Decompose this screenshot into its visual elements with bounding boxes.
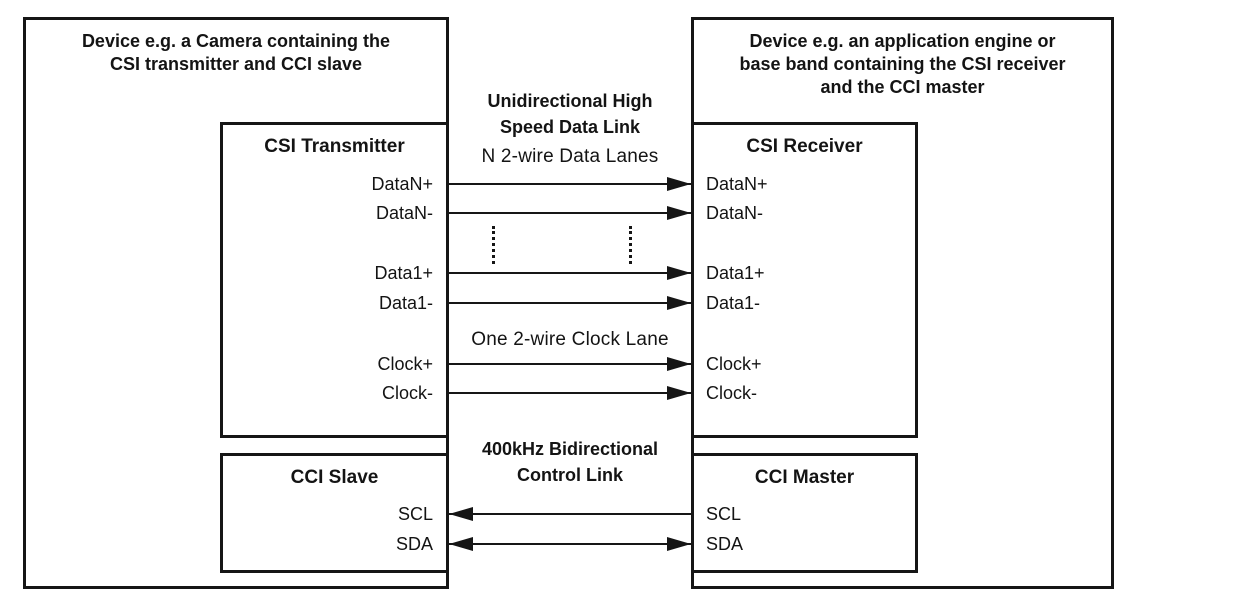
port-label-data1-minus-left: Data1- bbox=[378, 293, 433, 313]
port-label-scl-left: SCL bbox=[397, 504, 433, 524]
wire-clock-minus bbox=[449, 386, 691, 400]
lane-ellipsis-right-icon bbox=[629, 226, 632, 264]
right-device-title: Device e.g. an application engine or bas… bbox=[739, 31, 1066, 97]
wire-datan-minus bbox=[449, 206, 691, 220]
port-label-sda-right: SDA bbox=[706, 534, 744, 554]
port-label-data1-plus-right: Data1+ bbox=[706, 263, 765, 283]
arrowhead-right-icon bbox=[667, 537, 691, 551]
clock-lane-label: One 2-wire Clock Lane bbox=[471, 329, 669, 350]
port-label-sda-left: SDA bbox=[395, 534, 433, 554]
arrowhead-left-icon bbox=[449, 537, 473, 551]
wire-clock-plus bbox=[449, 357, 691, 371]
csi-receiver-box bbox=[691, 122, 918, 438]
port-label-datan-plus-right: DataN+ bbox=[706, 174, 768, 194]
left-device-title: Device e.g. a Camera containing the CSI … bbox=[81, 31, 391, 74]
port-label-clock-minus-right: Clock- bbox=[706, 383, 758, 403]
lane-ellipsis-left-icon bbox=[492, 226, 495, 264]
arrowhead-right-icon bbox=[667, 266, 691, 280]
arrowhead-right-icon bbox=[667, 386, 691, 400]
high-speed-link-label: Unidirectional High Speed Data Link bbox=[487, 91, 653, 137]
port-label-scl-right: SCL bbox=[706, 504, 742, 524]
port-label-datan-minus-right: DataN- bbox=[706, 203, 764, 223]
arrowhead-right-icon bbox=[667, 296, 691, 310]
port-label-datan-minus-left: DataN- bbox=[375, 203, 433, 223]
control-link-label: 400kHz Bidirectional Control Link bbox=[481, 439, 659, 485]
port-label-data1-plus-left: Data1+ bbox=[374, 263, 433, 283]
wire-datan-plus bbox=[449, 177, 691, 191]
wire-scl bbox=[449, 507, 691, 521]
arrowhead-right-icon bbox=[667, 357, 691, 371]
cci-slave-box bbox=[220, 453, 449, 573]
wire-data1-minus bbox=[449, 296, 691, 310]
cci-master-title: CCI Master bbox=[754, 467, 855, 488]
csi-transmitter-box bbox=[220, 122, 449, 438]
wire-data1-plus bbox=[449, 266, 691, 280]
cci-slave-title: CCI Slave bbox=[290, 467, 379, 488]
csi-receiver-title: CSI Receiver bbox=[746, 136, 863, 157]
port-label-clock-plus-left: Clock+ bbox=[377, 354, 433, 374]
csi-transmitter-title: CSI Transmitter bbox=[264, 136, 405, 157]
wire-sda bbox=[449, 537, 691, 551]
data-lanes-label: N 2-wire Data Lanes bbox=[481, 146, 659, 167]
arrowhead-right-icon bbox=[667, 177, 691, 191]
port-label-data1-minus-right: Data1- bbox=[706, 293, 761, 313]
arrowhead-right-icon bbox=[667, 206, 691, 220]
port-label-clock-minus-left: Clock- bbox=[381, 383, 433, 403]
cci-master-box bbox=[691, 453, 918, 573]
port-label-clock-plus-right: Clock+ bbox=[706, 354, 762, 374]
arrowhead-left-icon bbox=[449, 507, 473, 521]
port-label-datan-plus-left: DataN+ bbox=[371, 174, 433, 194]
